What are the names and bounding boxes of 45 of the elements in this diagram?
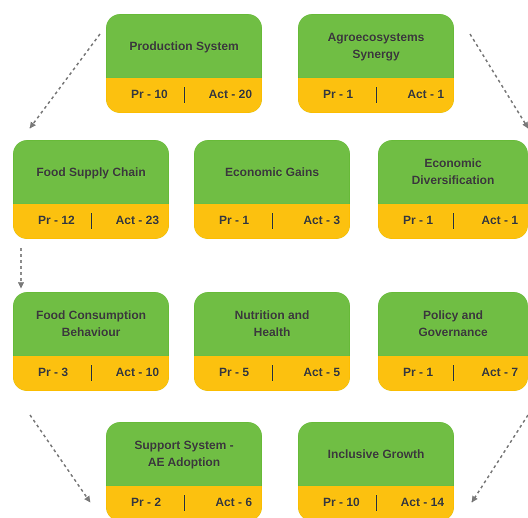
project-count: Pr - 2	[131, 495, 162, 509]
activity-count: Act - 20	[208, 87, 252, 101]
topic-title: Food Supply Chain	[36, 164, 146, 180]
topic-title: Agroecosystems Synergy	[326, 29, 426, 63]
dashed-arrow	[18, 248, 24, 289]
dashed-arrow	[469, 34, 528, 129]
topic-card	[13, 292, 169, 391]
topic-title: Inclusive Growth	[328, 446, 424, 462]
project-count: Pr - 1	[323, 87, 354, 101]
project-count: Pr - 10	[323, 495, 360, 509]
project-count: Pr - 1	[219, 213, 250, 227]
project-count: Pr - 1	[403, 213, 434, 227]
topic-card	[378, 140, 528, 239]
topic-card	[106, 422, 262, 518]
topic-title: Policy and Governance	[417, 307, 489, 341]
topic-card	[106, 14, 262, 113]
topic-card	[194, 140, 350, 239]
activity-count: Act - 1	[407, 87, 444, 101]
activity-count: Act - 23	[116, 213, 159, 227]
project-count: Pr - 1	[403, 365, 434, 379]
activity-count: Act - 10	[116, 365, 159, 379]
topic-card	[194, 292, 350, 391]
topic-title: Support System - AE Adoption	[133, 437, 235, 471]
activity-count: Act - 14	[400, 495, 444, 509]
topic-title: Food Consumption Behaviour	[35, 307, 147, 341]
topic-card	[298, 14, 454, 113]
topic-card	[378, 292, 528, 391]
topic-title: Production System	[129, 38, 239, 54]
dashed-arrow	[29, 414, 91, 503]
project-count: Pr - 5	[219, 365, 250, 379]
dashed-arrow	[471, 414, 528, 503]
topic-card	[13, 140, 169, 239]
project-count: Pr - 12	[38, 213, 75, 227]
activity-count: Act - 5	[303, 365, 340, 379]
project-count: Pr - 3	[38, 365, 68, 379]
activity-count: Act - 6	[215, 495, 252, 509]
topic-title: Economic Gains	[224, 164, 320, 180]
activity-count: Act - 3	[303, 213, 340, 227]
project-count: Pr - 10	[131, 87, 168, 101]
activity-count: Act - 7	[481, 365, 518, 379]
topic-title: Nutrition and Health	[234, 307, 310, 341]
dashed-arrow	[29, 34, 101, 129]
topic-title: Economic Diversification	[410, 155, 496, 189]
topic-card	[298, 422, 454, 518]
activity-count: Act - 1	[481, 213, 518, 227]
